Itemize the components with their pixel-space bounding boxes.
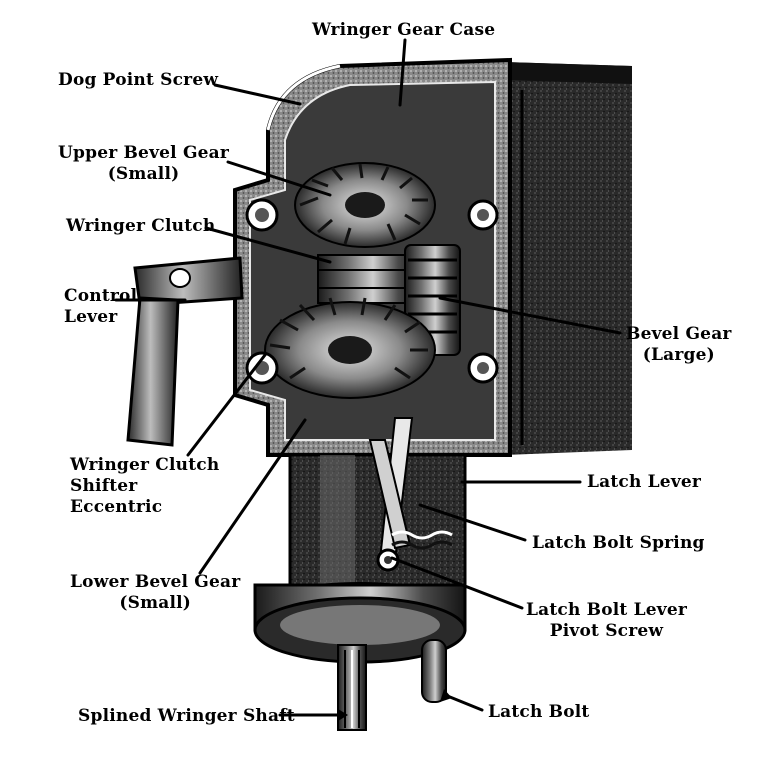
label-control-lever-line-1: Control: [64, 286, 138, 306]
label-splined-wringer-shaft: Splined Wringer Shaft: [78, 706, 295, 726]
label-shifter-line-2: Shifter: [70, 476, 138, 496]
label-lower-bevel-gear-line-1: Lower Bevel Gear: [70, 572, 241, 592]
label-pivot-screw-line-2: Pivot Screw: [549, 621, 664, 641]
leader-lines: [114, 38, 622, 717]
label-shifter-line-1: Wringer Clutch: [70, 455, 220, 475]
label-latch-lever: Latch Lever: [587, 472, 702, 492]
gear-case-side-block: [505, 62, 632, 455]
latch-lever: [368, 417, 414, 561]
latch-bolt-spring: [391, 530, 453, 550]
label-latch-bolt: Latch Bolt: [488, 702, 590, 722]
control-lever: [126, 256, 244, 447]
label-pivot-screw-line-1: Latch Bolt Lever: [526, 600, 688, 620]
label-upper-bevel-gear-line-2: (Small): [107, 164, 180, 184]
upper-bevel-gear: [294, 162, 436, 248]
label-shifter-line-3: Eccentric: [70, 497, 163, 517]
label-latch-bolt-spring: Latch Bolt Spring: [532, 533, 705, 553]
label-bevel-gear-large-line-2: (Large): [642, 345, 715, 365]
label-upper-bevel-gear-line-1: Upper Bevel Gear: [58, 143, 230, 163]
label-bevel-gear-large-line-1: Bevel Gear: [626, 324, 732, 344]
label-lower-bevel-gear-line-2: (Small): [119, 593, 192, 613]
label-latch-bolt-lever-pivot-screw: Latch Bolt Lever Pivot Screw: [526, 600, 687, 642]
leader-arrowheads: [338, 689, 452, 721]
lower-bevel-gear: [264, 297, 436, 399]
latch-bolt: [421, 639, 447, 703]
label-control-lever-line-2: Lever: [64, 307, 118, 327]
label-dog-point-screw: Dog Point Screw: [58, 70, 219, 90]
label-wringer-clutch-shifter-eccentric: Wringer Clutch Shifter Eccentric: [70, 455, 219, 518]
label-bevel-gear-large: Bevel Gear (Large): [626, 324, 732, 366]
label-wringer-clutch: Wringer Clutch: [66, 216, 216, 236]
label-control-lever: Control Lever: [64, 286, 137, 328]
label-upper-bevel-gear: Upper Bevel Gear (Small): [58, 143, 229, 185]
label-lower-bevel-gear: Lower Bevel Gear (Small): [70, 572, 240, 614]
label-wringer-gear-case: Wringer Gear Case: [312, 20, 496, 40]
